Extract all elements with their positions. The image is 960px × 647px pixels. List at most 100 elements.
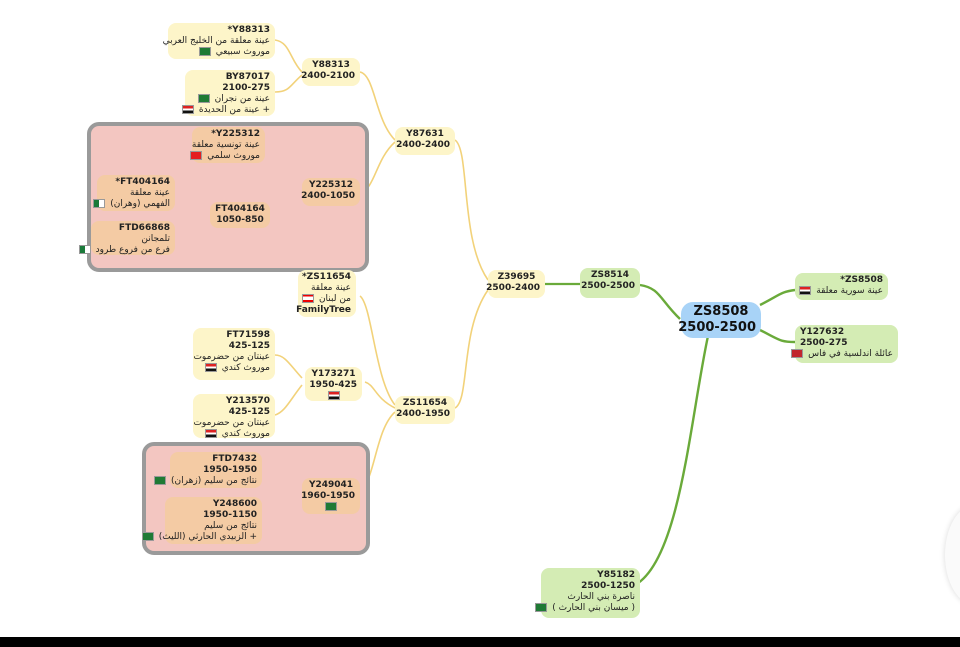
node-date: 425-125 [228, 407, 270, 417]
link-z39695-y87631 [454, 139, 489, 281]
node-date: 2500-2400 [486, 283, 540, 293]
node-y213570[interactable]: Y213570 425-125 عينتان من حضرموت موروث ك… [193, 394, 275, 440]
node-desc: عينة من نجران [190, 94, 270, 105]
scroll-handle[interactable] [945, 505, 960, 605]
saudi-flag-icon [154, 476, 167, 485]
node-date: 2400-1050 [301, 191, 355, 201]
node-zs11654s[interactable]: ZS11654* عينة معلقة من لبنان FamilyTree [296, 270, 356, 317]
syria-flag-icon [799, 286, 812, 295]
link-y173271-ft71598 [274, 354, 303, 379]
link-y88313-by87017 [274, 74, 303, 93]
node-desc: نتائج من سليم [204, 521, 257, 531]
node-z39695[interactable]: Z39695 2500-2400 [486, 270, 545, 298]
node-desc: عينة تونسية معلقة [191, 140, 260, 150]
node-ft404164s[interactable]: FT404164* عينة معلقة الفهمي (وهران) [93, 175, 175, 211]
link-y88313-y88313s [274, 39, 303, 73]
tunisia-flag-icon [190, 151, 203, 160]
node-y248600[interactable]: Y248600 1950-1150 نتائج من سليم + الزبيد… [141, 497, 262, 544]
node-desc: ( ميسان بني الحارث ) [535, 603, 635, 614]
node-zs8514[interactable]: ZS8514 2500-2500 [580, 268, 640, 298]
node-id: Y88313* [227, 25, 270, 35]
node-id: Z39695 [497, 272, 536, 282]
node-desc: موروث سبيعي [173, 47, 270, 58]
node-desc: الفهمي (وهران) [93, 199, 170, 210]
yemen-flag-icon [181, 105, 194, 114]
yemen-flag-icon [204, 363, 217, 372]
saudi-flag-icon [535, 603, 548, 612]
algeria-flag-icon [93, 199, 106, 208]
node-id: ZS11654* [301, 272, 351, 282]
link-y173271-y213570 [274, 384, 303, 416]
node-date: 2400-1950 [396, 409, 450, 419]
node-ft71598[interactable]: FT71598 425-125 عينتان من حضرموت موروث ك… [193, 328, 275, 380]
node-y225312[interactable]: Y225312 2400-1050 [301, 178, 360, 206]
node-id: FT404164 [215, 204, 265, 214]
node-y127632[interactable]: Y127632 2500-275 عائلة اندلسية في فاس [791, 325, 898, 363]
node-date: 1960-1950 [301, 491, 355, 501]
node-id: Y249041 [308, 480, 354, 490]
node-id: FTD66868 [118, 223, 170, 233]
node-ftd7432[interactable]: FTD7432 1950-1950 نتائج من سليم (زهران) [154, 452, 262, 488]
saudi-flag-icon [141, 532, 154, 541]
node-date: 1050-850 [216, 215, 264, 225]
node-id: FT404164* [115, 177, 170, 187]
node-zs11654[interactable]: ZS11654 2400-1950 [395, 396, 455, 424]
saudi-flag-icon [198, 47, 211, 56]
node-flags [310, 391, 357, 402]
node-date: 1950-1950 [203, 465, 257, 475]
node-desc: عينة سورية معلقة [799, 286, 883, 297]
node-id: ZS11654 [402, 398, 448, 408]
node-desc: موروث سلمي [190, 151, 260, 162]
node-id: ZS8508* [840, 275, 883, 285]
saudi-flag-icon [325, 502, 337, 511]
node-desc: تلمجانن [141, 234, 170, 244]
yemen-flag-icon [204, 429, 217, 438]
node-desc: عينة معلقة [310, 283, 351, 293]
node-y85182[interactable]: Y85182 2500-1250 ناصرة بني الحارث ( ميسا… [535, 568, 640, 618]
node-id: ZS8508 [693, 304, 749, 319]
lebanon-flag-icon [302, 294, 315, 303]
node-id: FT71598 [226, 330, 270, 340]
node-desc: موروث كندي [198, 429, 270, 440]
node-id: Y248600 [212, 499, 257, 509]
node-date: 1950-1150 [203, 510, 257, 520]
link-root-y85182 [634, 335, 710, 587]
node-id: Y225312* [211, 129, 260, 139]
node-desc: عينتان من حضرموت [193, 418, 270, 428]
node-y225312s[interactable]: Y225312* عينة تونسية معلقة موروث سلمي [190, 127, 265, 163]
link-zs11654-y173271 [364, 381, 396, 409]
node-id: Y225312 [308, 180, 354, 190]
node-zs8508s[interactable]: ZS8508* عينة سورية معلقة [795, 273, 888, 300]
node-id: Y88313 [312, 60, 350, 70]
node-desc: عينتان من حضرموت [193, 352, 270, 362]
morocco-flag-icon [791, 349, 804, 358]
node-desc: ناصرة بني الحارث [567, 592, 635, 602]
node-zs8508[interactable]: ZS8508 2500-2500 [678, 302, 761, 338]
link-zs11654-zs11654s [359, 295, 396, 406]
node-y249041[interactable]: Y249041 1960-1950 [301, 478, 360, 514]
node-id: BY87017 [225, 72, 270, 82]
node-date: 2500-2500 [678, 320, 756, 335]
link-y87631-y88313 [359, 71, 396, 141]
node-date: 2400-2400 [396, 140, 450, 150]
node-id: Y87631 [406, 129, 444, 139]
node-y88313s[interactable]: Y88313* عينة معلقة من الخليج العربي مورو… [162, 23, 275, 59]
node-y173271[interactable]: Y173271 1950-425 [305, 367, 362, 401]
link-z39695-zs11654 [454, 289, 489, 409]
node-by87017[interactable]: BY87017 2100-275 عينة من نجران + عينة من… [181, 70, 275, 116]
node-date: 425-125 [228, 341, 270, 351]
node-y87631[interactable]: Y87631 2400-2400 [395, 127, 455, 155]
node-y88313[interactable]: Y88313 2400-2100 [301, 58, 360, 86]
node-desc: فرع من فروع طرود [78, 245, 170, 256]
node-desc: + عينة من الحديدة [181, 105, 270, 116]
node-ftd66868[interactable]: FTD66868 تلمجانن فرع من فروع طرود [78, 221, 175, 256]
node-desc: موروث كندي [198, 363, 270, 374]
node-date: 2500-1250 [581, 581, 635, 591]
node-date: 1950-425 [309, 380, 357, 390]
node-ft404164[interactable]: FT404164 1050-850 [210, 202, 270, 228]
link-root-zs8514 [639, 283, 681, 320]
link-root-y127632 [759, 328, 796, 344]
node-desc: عائلة اندلسية في فاس [791, 349, 893, 360]
node-desc: عينة معلقة من الخليج العربي [162, 36, 270, 46]
